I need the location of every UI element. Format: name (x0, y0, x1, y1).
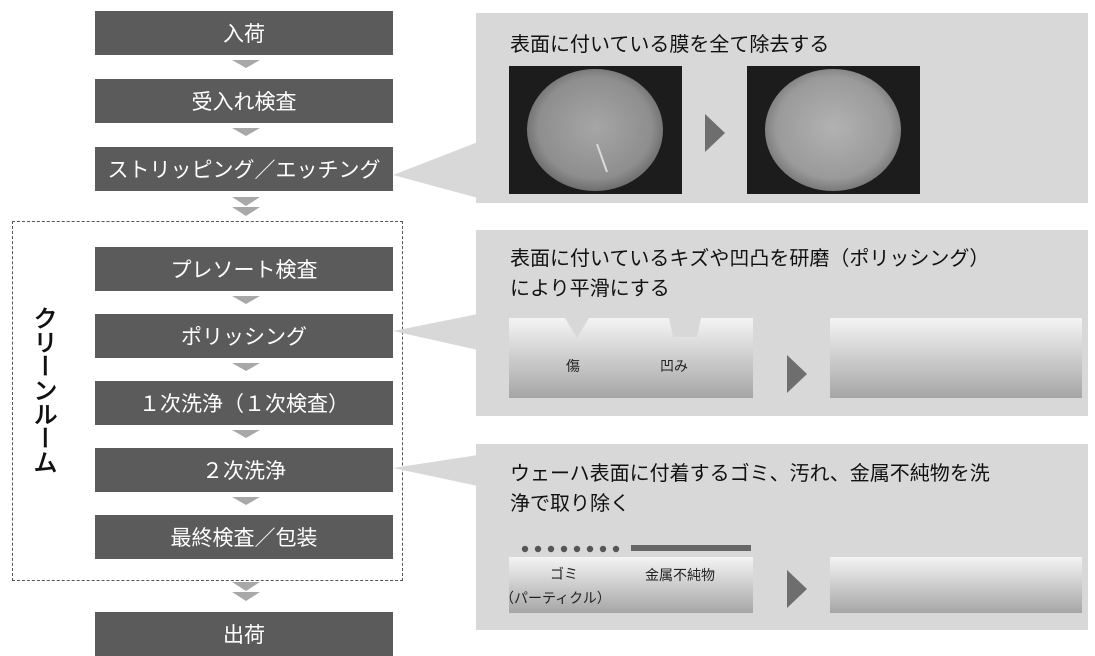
flow-arrow (232, 430, 260, 438)
step-polishing-label: ポリッシング (181, 325, 307, 349)
dust-label: ゴミ (550, 567, 578, 583)
clean-connector (393, 455, 478, 486)
step-presort-inspection: プレソート検査 (95, 247, 393, 291)
polishing-description-line1: 表面に付いているキズや凹凸を研磨（ポリッシング） (510, 246, 990, 270)
step-second-cleaning-label: ２次洗浄 (202, 459, 286, 483)
scratch-label: 傷 (566, 359, 580, 375)
flow-arrow (232, 128, 260, 136)
right-arrow-icon (787, 570, 807, 608)
step-final-inspection-packing: 最終検査／包装 (95, 515, 393, 559)
particle-label: （パーティクル） (500, 591, 611, 607)
wafer-before-image (509, 66, 682, 194)
flow-arrow (232, 363, 260, 371)
wafer-after-image (747, 66, 920, 194)
step-acceptance-inspection: 受入れ検査 (95, 79, 393, 123)
step-presort-label: プレソート検査 (170, 258, 318, 282)
surface-defects (565, 318, 701, 338)
flow-arrow (232, 60, 260, 68)
cleanroom-frame (12, 221, 403, 581)
step-shipping-label: 出荷 (223, 623, 265, 647)
smooth-surface-block (830, 318, 1082, 398)
step-first-cleaning: １次洗浄（１次検査） (95, 381, 393, 425)
step-stripping-label: ストリッピング／エッチング (107, 158, 381, 182)
double-arrow-icon (232, 582, 260, 601)
right-arrow-icon (787, 355, 807, 393)
cleaning-description-line1: ウェーハ表面に付着するゴミ、汚れ、金属不純物を洗 (510, 461, 990, 485)
double-arrow-icon (232, 197, 260, 216)
rough-surface-block (509, 318, 753, 398)
step-arrival: 入荷 (95, 11, 393, 55)
metal-contamination-bar (631, 545, 751, 551)
step-acceptance-label: 受入れ検査 (191, 90, 297, 114)
contaminated-surface-block (509, 557, 753, 613)
cleanroom-label: クリーンルーム (29, 306, 57, 474)
step-final-label: 最終検査／包装 (170, 526, 318, 550)
stripping-description: 表面に付いている膜を全て除去する (510, 32, 830, 56)
particles-icon (521, 545, 620, 553)
step-first-cleaning-label: １次洗浄（１次検査） (139, 392, 349, 416)
step-stripping-etching: ストリッピング／エッチング (95, 147, 393, 191)
strip-connector (393, 142, 478, 198)
flow-arrow (232, 497, 260, 505)
flow-arrow (232, 296, 260, 304)
right-arrow-icon (705, 114, 725, 152)
polish-connector (393, 314, 478, 350)
cleaning-description-line2: 浄で取り除く (510, 491, 630, 515)
step-second-cleaning: ２次洗浄 (95, 448, 393, 492)
metal-impurity-label: 金属不純物 (645, 568, 715, 584)
polishing-description-line2: により平滑にする (510, 276, 670, 300)
clean-surface-block (830, 557, 1082, 613)
step-shipping: 出荷 (95, 612, 393, 656)
step-polishing: ポリッシング (95, 314, 393, 358)
step-arrival-label: 入荷 (223, 22, 265, 46)
dent-label: 凹み (660, 359, 688, 375)
